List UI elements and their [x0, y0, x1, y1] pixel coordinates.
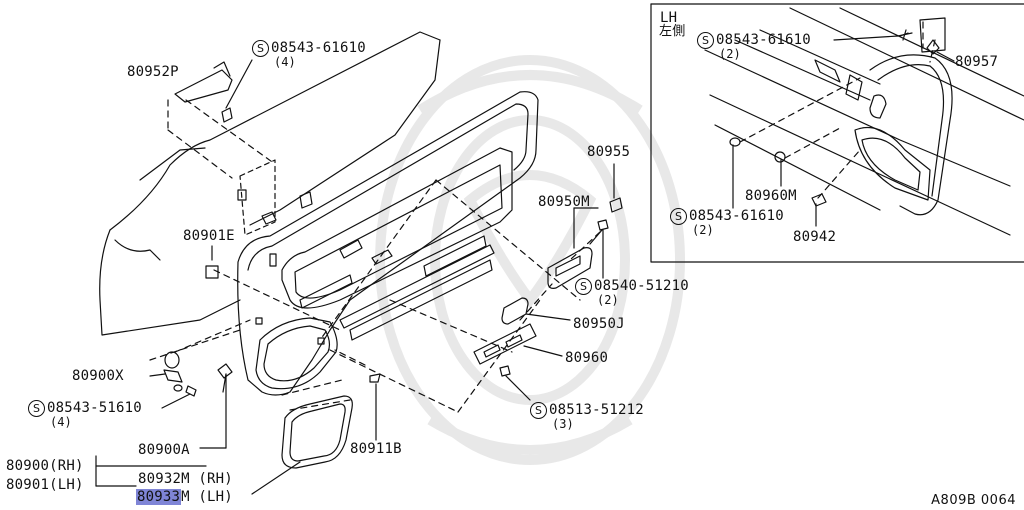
screw-code-s2: 08543-51610	[47, 400, 142, 416]
label-80900X: 80900X	[72, 368, 124, 384]
label-80900A: 80900A	[138, 442, 190, 458]
label-80901E: 80901E	[183, 228, 235, 244]
screw-symbol-s6: S	[670, 208, 687, 225]
screw-qty-s5: (2)	[719, 47, 741, 61]
part-group-bracket	[96, 456, 206, 486]
label-80960: 80960	[565, 350, 609, 366]
screw-symbol-s1: S	[252, 40, 269, 57]
label-80950J: 80950J	[573, 316, 625, 332]
label-80901-lh: 80901(LH)	[6, 477, 84, 493]
screw-qty-s4: (3)	[552, 417, 574, 431]
main-dashed-leaders	[150, 100, 600, 412]
escutcheon-80950M	[548, 208, 598, 288]
inset-leaders	[730, 30, 954, 226]
screw-08540-51210	[590, 220, 608, 278]
inset-title-lh: LH	[660, 10, 678, 26]
lh-inset-frame	[651, 4, 1024, 262]
screw-08513-51212	[500, 366, 530, 400]
label-80950M: 80950M	[538, 194, 590, 210]
screw-qty-s3: (2)	[597, 293, 619, 307]
screw-qty-s1: (4)	[274, 55, 296, 69]
label-80952P: 80952P	[127, 64, 179, 80]
diagram-reference-code: A809B 0064	[931, 493, 1016, 508]
label-80900-rh: 80900(RH)	[6, 458, 84, 474]
label-80932M: 80932M (RH)	[138, 471, 233, 487]
pocket-80932M	[252, 396, 352, 494]
switch-80960	[474, 324, 562, 364]
screw-qty-s6: (2)	[692, 223, 714, 237]
screw-code-s4: 08513-51212	[549, 402, 644, 418]
knob-80950J	[502, 298, 570, 324]
clip-80955	[610, 164, 622, 212]
inset-dashed-leaders	[740, 22, 935, 198]
label-80942: 80942	[793, 229, 837, 245]
screw-code-s6: 08543-61610	[689, 208, 784, 224]
clip-80901E	[206, 246, 218, 278]
screw-08543-51610	[162, 386, 196, 408]
label-80911B: 80911B	[350, 441, 402, 457]
inset-title-jp: 左側	[659, 24, 686, 39]
label-80957: 80957	[955, 54, 999, 70]
inset-door-panel	[705, 8, 1024, 235]
pull-80900X	[150, 352, 182, 391]
screw-symbol-s2: S	[28, 400, 45, 417]
screw-code-s5: 08543-61610	[716, 32, 811, 48]
screw-code-s1: 08543-61610	[271, 40, 366, 56]
label-80933M-suffix: M (LH)	[181, 489, 233, 505]
screw-symbol-s4: S	[530, 402, 547, 419]
screw-qty-s2: (4)	[50, 415, 72, 429]
screw-code-s3: 08540-51210	[594, 278, 689, 294]
label-80933M: 80933M (LH)	[136, 489, 233, 505]
label-80960M: 80960M	[745, 188, 797, 204]
door-outer-shell	[100, 32, 440, 335]
clip-80900A	[200, 364, 232, 448]
highlighted-part-number[interactable]: 80933	[136, 489, 182, 505]
screw-symbol-s3: S	[575, 278, 592, 295]
screw-80911B	[370, 374, 380, 440]
screw-symbol-s5: S	[697, 32, 714, 49]
bracket-80952P	[175, 60, 252, 122]
door-trim-panel	[238, 92, 538, 395]
label-80955: 80955	[587, 144, 631, 160]
